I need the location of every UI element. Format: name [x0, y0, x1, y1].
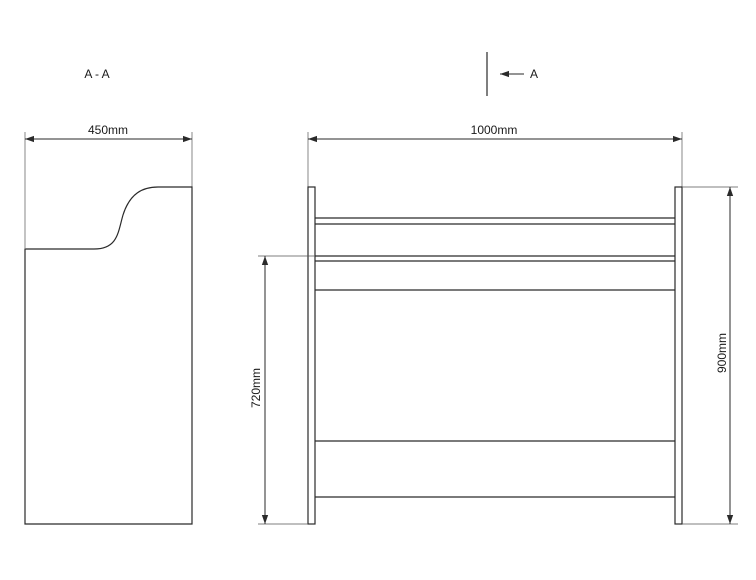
side-profile: [24, 186, 193, 525]
right-leg: [674, 186, 683, 525]
section-cut-marker: A: [486, 52, 538, 96]
total-height-label: 900mm: [715, 333, 729, 373]
shelf-height-label: 720mm: [249, 368, 263, 408]
left-leg: [307, 186, 316, 525]
side-width-label: 450mm: [88, 123, 128, 137]
front-view: 1000mm 720mm 900mm: [249, 123, 738, 525]
section-label: A - A: [84, 67, 109, 81]
side-view: 450mm: [24, 123, 193, 525]
front-width-label: 1000mm: [471, 123, 518, 137]
section-marker-label: A: [530, 67, 538, 81]
